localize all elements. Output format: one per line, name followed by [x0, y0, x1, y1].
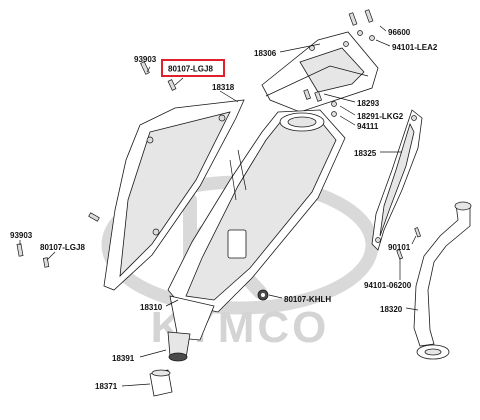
- leader-lines: [19, 25, 419, 387]
- part-18391-tail-pipe: [167, 331, 191, 362]
- label-18320: 18320: [380, 305, 403, 314]
- label-18293: 18293: [357, 99, 380, 108]
- part-18306-upper-heat-shield: [261, 31, 379, 113]
- label-18391: 18391: [112, 354, 135, 363]
- label-93903-top: 93903: [134, 55, 157, 64]
- label-96600: 96600: [388, 28, 411, 37]
- highlighted-callout[interactable]: 80107-LGJ8: [161, 59, 225, 77]
- label-90101: 90101: [388, 243, 411, 252]
- bolt-set-right: [396, 227, 422, 260]
- callout-labels: 96600 94101-LEA2 18306 93903 18318 18293…: [10, 28, 438, 391]
- label-94101-06200: 94101-06200: [364, 281, 412, 290]
- part-18325-pipe-heat-shield: [371, 109, 423, 251]
- washer-80107-khlh: [257, 289, 269, 301]
- part-18371-end-cap: [149, 369, 173, 397]
- label-80107-lgj8-left: 80107-LGJ8: [40, 243, 85, 252]
- bolt-set-middle: [303, 89, 337, 117]
- bolt-set-top: [348, 9, 375, 41]
- part-18320-exhaust-pipe: [413, 201, 472, 360]
- label-18371: 18371: [95, 382, 118, 391]
- label-80107-khlh: 80107-KHLH: [284, 295, 331, 304]
- label-93903-left: 93903: [10, 231, 33, 240]
- label-94111: 94111: [357, 122, 379, 131]
- label-18310: 18310: [140, 303, 163, 312]
- part-18310-muffler-body: [167, 109, 346, 341]
- label-18325: 18325: [354, 149, 377, 158]
- highlight-box[interactable]: [161, 59, 225, 77]
- label-80107-lgj8-highlight[interactable]: 80107-LGJ8: [168, 65, 213, 74]
- label-18291-lkg2: 18291-LKG2: [357, 112, 404, 121]
- label-18318: 18318: [212, 83, 235, 92]
- part-18318-side-heat-shield: [103, 99, 245, 291]
- label-94101-lea2: 94101-LEA2: [392, 43, 438, 52]
- label-18306: 18306: [254, 49, 277, 58]
- bolt-93903-left: [16, 212, 100, 268]
